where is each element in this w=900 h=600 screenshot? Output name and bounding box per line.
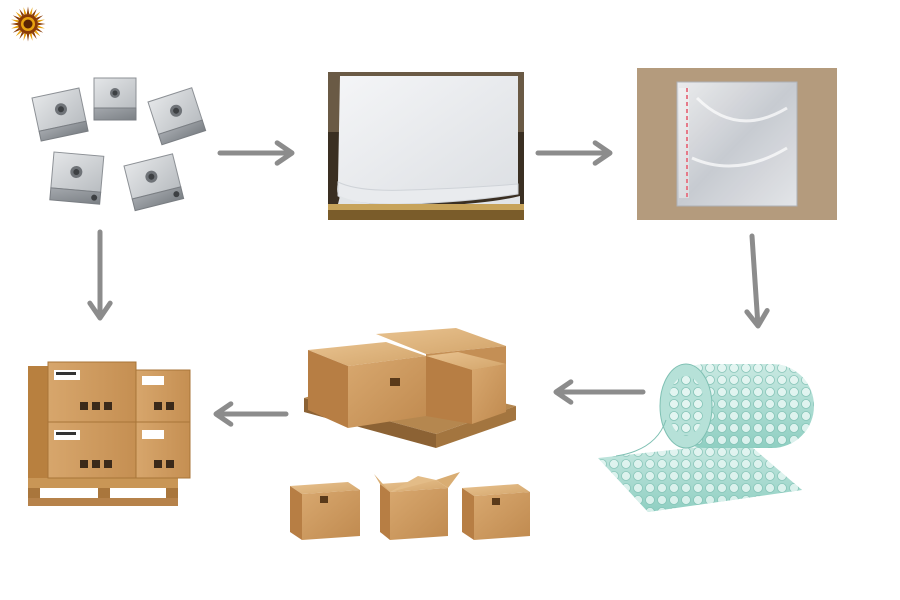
foam-sheet-icon [328, 72, 524, 220]
pallet-icon [28, 361, 191, 506]
arrow-cartons-to-pallet [213, 401, 289, 427]
arrow-foam-to-bag [535, 140, 613, 166]
arrow-blocks-to-foam [217, 140, 295, 166]
arrow-bubblewrap-to-cartons [553, 379, 646, 405]
plastic-bag-icon [637, 68, 837, 220]
step-plastic-bag [637, 68, 837, 220]
carton-box-icon [290, 328, 530, 540]
step-cartons [286, 324, 538, 544]
aluminum-block-icon [31, 77, 207, 212]
step-foam-sheet [328, 72, 524, 220]
arrow-bag-to-bubblewrap [744, 233, 770, 329]
bubble-wrap-icon [598, 363, 814, 512]
sunburst-logo-icon [10, 6, 46, 42]
step-bubble-wrap [596, 350, 828, 516]
step-pallet [24, 352, 196, 512]
arrow-blocks-to-pallet [87, 229, 113, 321]
step-metal-blocks [24, 72, 214, 222]
